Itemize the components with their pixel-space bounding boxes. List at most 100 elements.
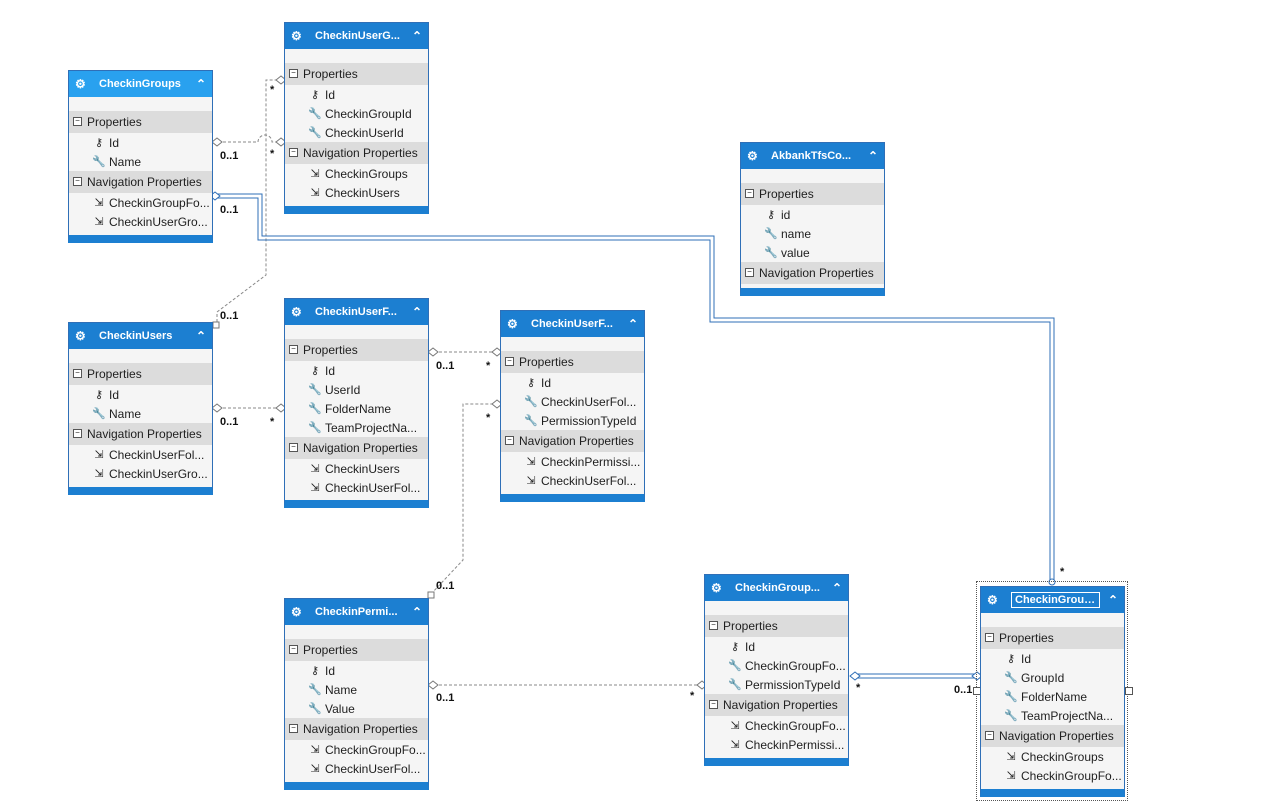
nav-property[interactable]: ⇲CheckinUsers [285, 183, 428, 202]
nav-property[interactable]: ⇲CheckinUserGro... [69, 464, 212, 483]
association-groupfolderperms-groupfolders[interactable] [856, 673, 976, 679]
minus-box-icon[interactable]: − [289, 644, 298, 654]
entity-header[interactable]: ⚙ CheckinUserF... ⌃ [285, 299, 428, 325]
properties-section[interactable]: −Properties [285, 339, 428, 361]
entity-checkin-group-folder-permissions[interactable]: ⚙ CheckinGroup... ⌃ −Properties ⚷Id 🔧Che… [704, 574, 849, 766]
minus-box-icon[interactable]: − [73, 116, 82, 126]
property-name[interactable]: 🔧Name [69, 152, 212, 171]
minus-box-icon[interactable]: − [289, 723, 298, 733]
property-id[interactable]: ⚷Id [285, 361, 428, 380]
nav-property[interactable]: ⇲CheckinUserFol... [501, 471, 644, 490]
property[interactable]: 🔧FolderName [981, 687, 1124, 706]
nav-property[interactable]: ⇲CheckinGroups [285, 164, 428, 183]
entity-checkin-users[interactable]: ⚙ CheckinUsers ⌃ −Properties ⚷Id 🔧Name −… [68, 322, 213, 495]
nav-property[interactable]: ⇲CheckinUserFol... [285, 478, 428, 497]
entity-checkin-user-folder-permissions[interactable]: ⚙ CheckinUserF... ⌃ −Properties ⚷Id 🔧Che… [500, 310, 645, 502]
chevron-up-icon[interactable]: ⌃ [411, 29, 422, 43]
property[interactable]: 🔧CheckinGroupFo... [705, 656, 848, 675]
chevron-up-icon[interactable]: ⌃ [831, 581, 842, 595]
entity-header[interactable]: ⚙ AkbankTfsCo... ⌃ [741, 143, 884, 169]
minus-box-icon[interactable]: − [505, 435, 514, 445]
association-users-usergroups[interactable] [216, 79, 280, 322]
minus-box-icon[interactable]: − [985, 730, 994, 740]
property[interactable]: 🔧CheckinUserId [285, 123, 428, 142]
property[interactable]: 🔧Value [285, 699, 428, 718]
navigation-section[interactable]: −Navigation Properties [705, 694, 848, 716]
property-id[interactable]: ⚷Id [69, 385, 212, 404]
entity-header[interactable]: ⚙ CheckinGroups ⌃ [69, 71, 212, 97]
nav-property[interactable]: ⇲CheckinPermissi... [501, 452, 644, 471]
navigation-section[interactable]: −Navigation Properties [285, 718, 428, 740]
property[interactable]: 🔧CheckinUserFol... [501, 392, 644, 411]
properties-section[interactable]: −Properties [285, 639, 428, 661]
navigation-section[interactable]: −Navigation Properties [69, 423, 212, 445]
chevron-up-icon[interactable]: ⌃ [411, 605, 422, 619]
navigation-section[interactable]: −Navigation Properties [285, 142, 428, 164]
property[interactable]: 🔧CheckinGroupId [285, 104, 428, 123]
chevron-up-icon[interactable]: ⌃ [1107, 593, 1118, 607]
properties-section[interactable]: −Properties [705, 615, 848, 637]
minus-box-icon[interactable]: − [73, 428, 82, 438]
nav-property[interactable]: ⇲CheckinUserFol... [285, 759, 428, 778]
property[interactable]: 🔧FolderName [285, 399, 428, 418]
minus-box-icon[interactable]: − [505, 356, 514, 366]
minus-box-icon[interactable]: − [289, 442, 298, 452]
nav-property[interactable]: ⇲CheckinGroupFo... [285, 740, 428, 759]
minus-box-icon[interactable]: − [73, 368, 82, 378]
property[interactable]: 🔧name [741, 224, 884, 243]
property-id[interactable]: ⚷Id [285, 661, 428, 680]
entity-header[interactable]: ⚙ CheckinPermi... ⌃ [285, 599, 428, 625]
entity-checkin-permissions[interactable]: ⚙ CheckinPermi... ⌃ −Properties ⚷Id 🔧Nam… [284, 598, 429, 790]
nav-property[interactable]: ⇲CheckinUsers [285, 459, 428, 478]
navigation-section[interactable]: −Navigation Properties [981, 725, 1124, 747]
entity-header[interactable]: ⚙ CheckinUserG... ⌃ [285, 23, 428, 49]
entity-header[interactable]: ⚙ CheckinUsers ⌃ [69, 323, 212, 349]
property-id[interactable]: ⚷Id [501, 373, 644, 392]
minus-box-icon[interactable]: − [289, 68, 298, 78]
property[interactable]: 🔧PermissionTypeId [705, 675, 848, 694]
property-id[interactable]: ⚷id [741, 205, 884, 224]
navigation-section[interactable]: −Navigation Properties [741, 262, 884, 284]
entity-checkin-user-folders[interactable]: ⚙ CheckinUserF... ⌃ −Properties ⚷Id 🔧Use… [284, 298, 429, 508]
minus-box-icon[interactable]: − [745, 188, 754, 198]
property[interactable]: 🔧value [741, 243, 884, 262]
nav-property[interactable]: ⇲CheckinGroupFo... [705, 716, 848, 735]
property[interactable]: 🔧TeamProjectNa... [981, 706, 1124, 725]
navigation-section[interactable]: −Navigation Properties [69, 171, 212, 193]
property[interactable]: 🔧Name [285, 680, 428, 699]
minus-box-icon[interactable]: − [709, 620, 718, 630]
nav-property[interactable]: ⇲CheckinUserFol... [69, 445, 212, 464]
minus-box-icon[interactable]: − [745, 267, 754, 277]
navigation-section[interactable]: −Navigation Properties [285, 437, 428, 459]
nav-property[interactable]: ⇲CheckinGroupFo... [69, 193, 212, 212]
association-permissions-userfolderperms[interactable] [430, 403, 496, 595]
property-id[interactable]: ⚷Id [69, 133, 212, 152]
entity-header[interactable]: ⚙ CheckinGroup... ⌃ [981, 587, 1124, 613]
minus-box-icon[interactable]: − [289, 344, 298, 354]
entity-header[interactable]: ⚙ CheckinUserF... ⌃ [501, 311, 644, 337]
entity-checkin-group-folders[interactable]: ⚙ CheckinGroup... ⌃ −Properties ⚷Id 🔧Gro… [980, 586, 1125, 797]
navigation-section[interactable]: −Navigation Properties [501, 430, 644, 452]
chevron-up-icon[interactable]: ⌃ [195, 329, 206, 343]
entity-checkin-groups[interactable]: ⚙ CheckinGroups ⌃ −Properties ⚷Id 🔧Name … [68, 70, 213, 243]
property-id[interactable]: ⚷Id [981, 649, 1124, 668]
chevron-up-icon[interactable]: ⌃ [195, 77, 206, 91]
property[interactable]: 🔧GroupId [981, 668, 1124, 687]
properties-section[interactable]: −Properties [501, 351, 644, 373]
resize-handle[interactable] [1125, 687, 1133, 695]
minus-box-icon[interactable]: − [985, 632, 994, 642]
nav-property[interactable]: ⇲CheckinPermissi... [705, 735, 848, 754]
property[interactable]: 🔧TeamProjectNa... [285, 418, 428, 437]
properties-section[interactable]: −Properties [741, 183, 884, 205]
nav-property[interactable]: ⇲CheckinGroups [981, 747, 1124, 766]
entity-header[interactable]: ⚙ CheckinGroup... ⌃ [705, 575, 848, 601]
properties-section[interactable]: −Properties [981, 627, 1124, 649]
property-id[interactable]: ⚷Id [705, 637, 848, 656]
chevron-up-icon[interactable]: ⌃ [627, 317, 638, 331]
minus-box-icon[interactable]: − [73, 176, 82, 186]
minus-box-icon[interactable]: − [289, 147, 298, 157]
entity-akbank-tfs-config[interactable]: ⚙ AkbankTfsCo... ⌃ −Properties ⚷id 🔧name… [740, 142, 885, 296]
minus-box-icon[interactable]: − [709, 699, 718, 709]
nav-property[interactable]: ⇲CheckinGroupFo... [981, 766, 1124, 785]
property[interactable]: 🔧Name [69, 404, 212, 423]
